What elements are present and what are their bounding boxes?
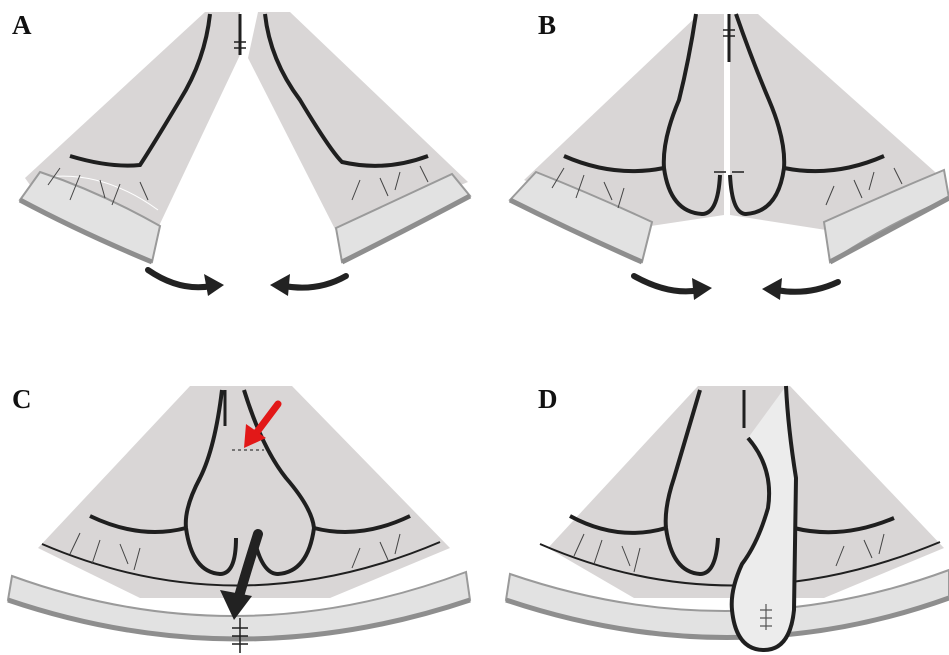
panel-c-diagram bbox=[0, 328, 475, 655]
panel-d-diagram bbox=[474, 328, 949, 655]
panel-a: A bbox=[0, 0, 475, 327]
panel-b: B bbox=[474, 0, 949, 327]
curved-arrow-right-icon bbox=[148, 270, 224, 296]
panel-b-diagram bbox=[474, 0, 949, 327]
panel-d: D bbox=[474, 328, 949, 655]
curved-arrow-left-icon bbox=[270, 274, 346, 296]
curved-arrow-left-icon bbox=[762, 278, 838, 300]
panel-a-diagram bbox=[0, 0, 475, 327]
curved-arrow-right-icon bbox=[634, 276, 712, 300]
panel-c: C bbox=[0, 328, 475, 655]
